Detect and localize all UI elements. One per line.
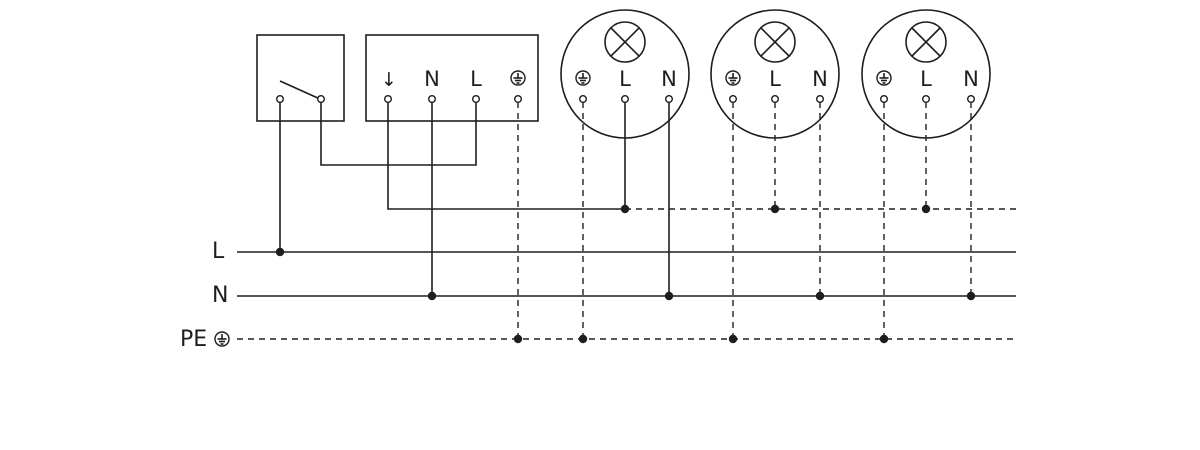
bus-l-label: L	[212, 239, 225, 264]
luminaire-3-terminal-earth	[880, 94, 889, 103]
junction-dot	[966, 291, 976, 301]
luminaire-3-terminal-n	[967, 94, 976, 103]
bus-n-label: N	[212, 283, 228, 308]
lamp-cross-icon	[905, 21, 947, 63]
control-terminal-earth	[514, 94, 523, 103]
junction-dot	[770, 204, 780, 214]
lamp-cross-icon	[754, 21, 796, 63]
luminaire-2-terminal-n	[816, 94, 825, 103]
luminaire-3-n-label: N	[963, 67, 979, 91]
luminaire-3-l-label: L	[920, 67, 932, 91]
junction-dot	[578, 334, 588, 344]
wire-switch-to-control-l	[320, 102, 477, 166]
control-box: ↓ N L	[365, 34, 539, 122]
wire-switched-live	[387, 102, 625, 210]
junction-dot	[921, 204, 931, 214]
switch-terminal-2	[317, 94, 326, 103]
luminaire-1-n-label: N	[661, 67, 677, 91]
junction-dot	[664, 291, 674, 301]
luminaire-2-earth-icon	[725, 70, 741, 86]
luminaire-3: L N	[861, 9, 991, 139]
luminaire-1-terminal-earth	[579, 94, 588, 103]
luminaire-2-n-label: N	[812, 67, 828, 91]
luminaire-3-terminal-l	[922, 94, 931, 103]
luminaire-1-earth-icon	[575, 70, 591, 86]
switch-contact-icon	[279, 80, 321, 100]
luminaire-3-earth-icon	[876, 70, 892, 86]
control-terminal-n	[428, 94, 437, 103]
control-l-label: L	[470, 67, 482, 91]
switch-terminal-1	[276, 94, 285, 103]
control-terminal-l	[472, 94, 481, 103]
luminaire-2-l-label: L	[769, 67, 781, 91]
junction-dot	[879, 334, 889, 344]
lamp-cross-icon	[604, 21, 646, 63]
luminaire-1-terminal-n	[665, 94, 674, 103]
junction-dot	[513, 334, 523, 344]
luminaire-2: L N	[710, 9, 840, 139]
junction-dot	[620, 204, 630, 214]
luminaire-1-l-label: L	[619, 67, 631, 91]
junction-dot	[275, 247, 285, 257]
junction-dot	[728, 334, 738, 344]
junction-dot	[427, 291, 437, 301]
luminaire-1-terminal-l	[621, 94, 630, 103]
control-switched-label: ↓	[381, 69, 397, 91]
control-n-label: N	[424, 67, 440, 91]
luminaire-2-terminal-l	[771, 94, 780, 103]
control-earth-icon	[510, 70, 526, 86]
luminaire-2-terminal-earth	[729, 94, 738, 103]
bus-pe-label: PE	[180, 327, 207, 352]
bus-pe-earth-icon	[214, 331, 230, 347]
switch-box	[256, 34, 345, 122]
control-terminal-switched	[384, 94, 393, 103]
junction-dot	[815, 291, 825, 301]
